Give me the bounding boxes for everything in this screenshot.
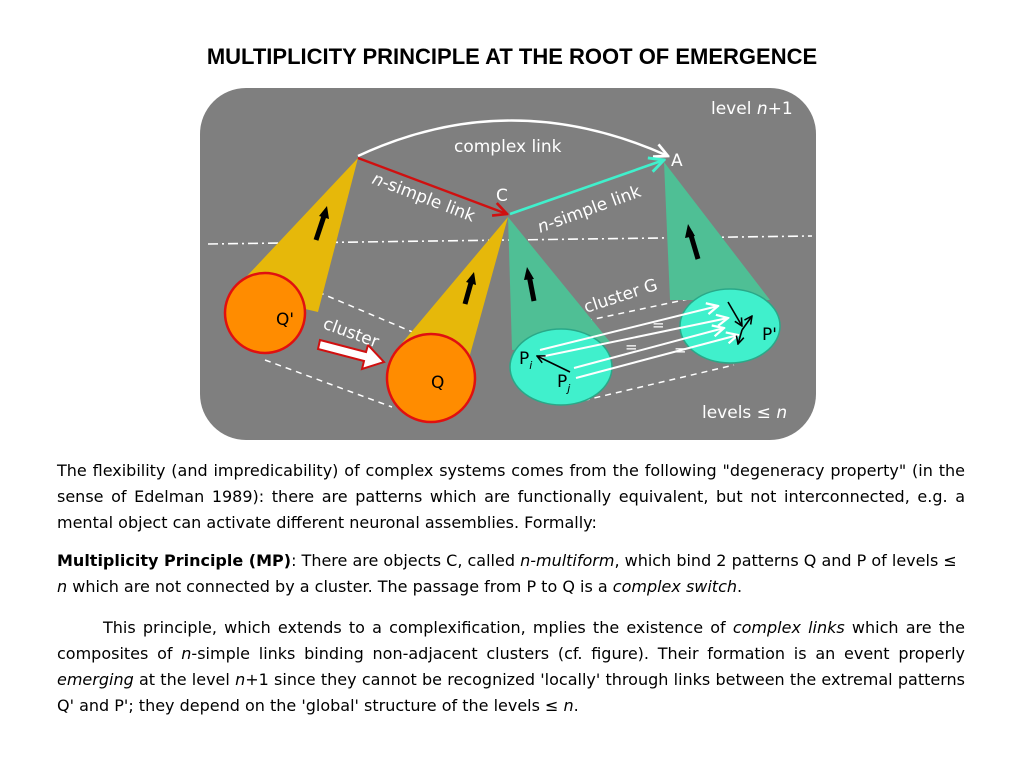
node-q-prime (223, 271, 307, 355)
equivalence-mark-2: = (625, 338, 638, 356)
node-pj-label: Pj (557, 372, 571, 395)
page-title: MULTIPLICITY PRINCIPLE AT THE ROOT OF EM… (206, 44, 818, 69)
n-simple-link-cyan (509, 160, 664, 216)
node-a-label: A (671, 151, 683, 171)
cone-q (392, 217, 508, 362)
cluster-g-links (539, 306, 738, 379)
paragraph-complex-links: This principle, which extends to a compl… (57, 618, 966, 715)
level-top-label: level n+1 (711, 99, 793, 119)
node-p-prime-label: P' (762, 325, 777, 345)
equivalence-mark-3: = (674, 341, 687, 359)
cone-p-prime (664, 162, 770, 300)
complex-link-label: complex link (454, 137, 562, 157)
inner-black-links (537, 301, 752, 373)
node-q (385, 332, 477, 424)
node-c-label: C (496, 186, 508, 206)
node-q-prime-label: Q' (276, 310, 294, 330)
node-pi-label: Pi (519, 349, 532, 372)
up-arrow-icons (313, 206, 701, 305)
n-simple-link-red (357, 156, 507, 214)
cluster-arrow-icon (316, 338, 386, 371)
mp-heading: Multiplicity Principle (MP) (57, 551, 292, 570)
node-q-label: Q (431, 373, 444, 393)
paragraph-multiplicity-principle: Multiplicity Principle (MP): There are o… (57, 551, 957, 596)
level-bottom-label: levels ≤ n (702, 403, 787, 423)
equivalence-mark-1: = (652, 316, 665, 334)
paragraph-degeneracy: The flexibility (and impredicability) of… (57, 461, 965, 532)
cone-p (508, 217, 610, 350)
complex-link-arc (357, 119, 668, 157)
